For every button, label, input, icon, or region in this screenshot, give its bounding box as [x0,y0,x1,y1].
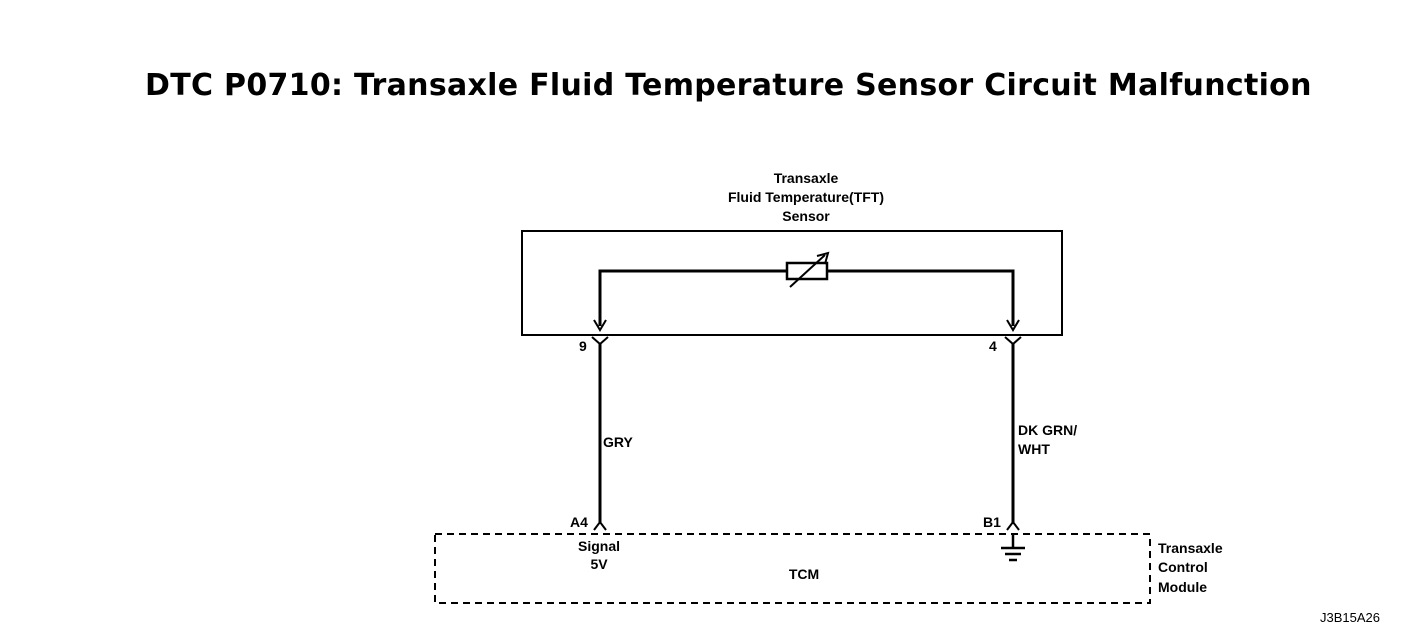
page-title: DTC P0710: Transaxle Fluid Temperature S… [145,68,1312,103]
connector-4-icon [1004,336,1022,346]
tcm-name-label: TCM [789,566,819,582]
connector-9-icon [591,336,609,346]
sensor-housing [521,230,1063,336]
sensor-pin-9-label: 9 [579,338,587,354]
tcm-pin-b1-label: B1 [983,514,1001,530]
tcm-module-box [434,533,1151,604]
tcm-pin-a4-arrow-icon [593,520,607,531]
sensor-label-line-1: Transaxle [774,170,839,186]
sensor-internal-wire [598,269,1015,326]
tcm-signal-line-2: 5V [590,556,608,572]
ground-icon [1001,534,1025,562]
tcm-module-line-2: Control [1158,559,1208,575]
sensor-label-line-2: Fluid Temperature(TFT) [728,189,884,205]
wire-gry-label: GRY [603,434,633,450]
sensor-label-line-3: Sensor [782,208,830,224]
tcm-module-line-3: Module [1158,579,1207,595]
sensor-pin-4-arrow-icon [1006,319,1020,332]
wire-right-label-line-1: DK GRN/ [1018,422,1077,438]
wire-right-label-line-2: WHT [1018,441,1050,457]
sensor-pin-4-label: 4 [989,338,997,354]
tcm-pin-b1-arrow-icon [1006,520,1020,531]
tcm-pin-a4-label: A4 [570,514,588,530]
tcm-module-line-1: Transaxle [1158,540,1223,556]
thermistor-arrow-icon [789,251,830,288]
figure-code: J3B15A26 [1320,610,1380,625]
sensor-pin-9-arrow-icon [593,319,607,332]
tcm-signal-line-1: Signal [578,538,620,554]
